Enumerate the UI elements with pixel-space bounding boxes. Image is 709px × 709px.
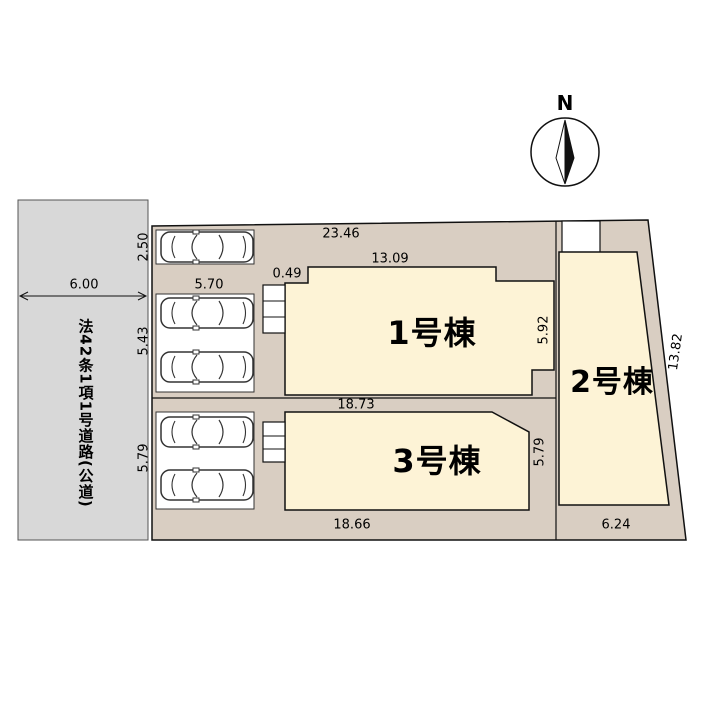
- car-icon: [160, 295, 254, 331]
- dim-b3-top: 18.73: [337, 397, 375, 413]
- compass-needle-west: [555, 119, 566, 185]
- car-icon: [160, 229, 254, 265]
- dim-parking-width: 5.70: [194, 277, 224, 293]
- dim-b1-depth: 5.92: [536, 315, 552, 345]
- dim-parking1-depth: 2.50: [136, 232, 152, 262]
- building-3-porch: [262, 421, 286, 463]
- dim-parking2-depth: 5.43: [136, 326, 152, 356]
- compass-north-label: N: [556, 91, 574, 115]
- compass-needle-east: [564, 119, 575, 185]
- building-1-label: 1号棟: [387, 314, 477, 352]
- dim-bottom-right: 6.24: [601, 517, 631, 533]
- building-3-outline: [284, 411, 530, 511]
- dimension-arrow-right: [137, 291, 148, 301]
- dim-b3-depth: 5.79: [532, 437, 548, 467]
- dim-parking3-depth: 5.79: [136, 443, 152, 473]
- car-icon: [160, 349, 254, 385]
- road-name-label: 法42条1項1号道路(公道): [76, 318, 95, 508]
- dim-plot-top: 23.46: [322, 226, 360, 242]
- dimension-arrow-left: [18, 291, 29, 301]
- dim-bottom-left: 18.66: [333, 517, 371, 533]
- building-2-outline: [558, 251, 670, 506]
- lot2-notch: [561, 220, 601, 255]
- building-1-porch: [262, 284, 286, 334]
- compass-circle: [530, 117, 600, 187]
- dim-b1-width: 13.09: [371, 251, 409, 267]
- dim-b1-offset: 0.49: [272, 266, 302, 282]
- car-icon: [160, 414, 254, 450]
- road-area: [17, 199, 149, 541]
- building-3-label: 3号棟: [392, 442, 482, 480]
- building-2-label: 2号棟: [570, 365, 654, 400]
- car-icon: [160, 467, 254, 503]
- dim-road-width: 6.00: [69, 277, 99, 293]
- building-1-outline: [284, 266, 555, 396]
